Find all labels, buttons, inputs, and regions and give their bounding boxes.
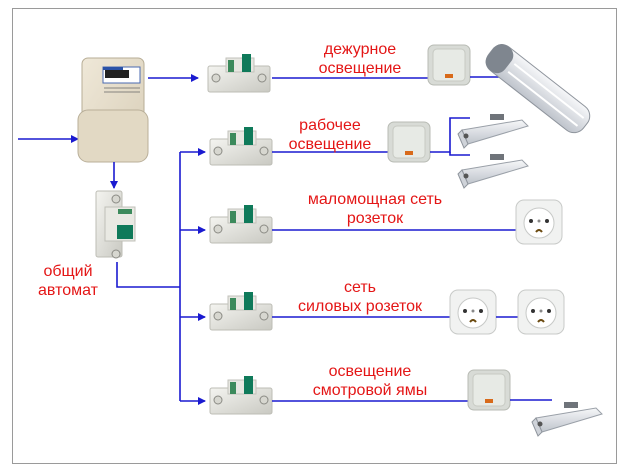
diagram-frame (12, 8, 617, 464)
socket-icon (515, 199, 563, 245)
light-switch-icon (467, 369, 511, 411)
electric-meter-icon (77, 57, 149, 163)
circuit-label-standby-lighting: дежурное освещение (300, 40, 420, 78)
circuit-label-power-sockets: сеть силовых розеток (280, 278, 440, 316)
circuit-label-low-power-sockets: маломощная сеть розеток (290, 190, 460, 228)
lamp-icon (531, 401, 603, 437)
fluorescent-lamp-icon (485, 44, 591, 134)
circuit-label-line1: сеть (343, 279, 377, 296)
circuit-label-line1: дежурное (323, 41, 397, 58)
branch-breaker-icon (209, 291, 273, 331)
socket-icon (449, 289, 497, 335)
circuit-label-line1: рабочее (299, 117, 361, 134)
main-breaker-label-line1: общий (43, 263, 93, 280)
circuit-label-line2: смотровой ямы (312, 382, 428, 399)
circuit-label-work-lighting: рабочее освещение (280, 116, 380, 154)
main-breaker-label: общий автомат (28, 262, 108, 300)
circuit-label-line2: силовых розеток (298, 298, 422, 315)
light-switch-icon (427, 44, 471, 86)
branch-breaker-icon (209, 126, 273, 166)
branch-breaker-icon (209, 204, 273, 244)
socket-icon (517, 289, 565, 335)
circuit-label-line2: розеток (346, 210, 404, 227)
lamp-icon (457, 153, 529, 189)
main-breaker-icon (95, 190, 136, 259)
branch-breaker-icon (207, 53, 271, 93)
lamp-icon (457, 113, 529, 149)
circuit-label-line2: освещение (318, 60, 402, 77)
circuit-label-line1: освещение (328, 363, 412, 380)
branch-breaker-icon (209, 375, 273, 415)
circuit-label-pit-lighting: освещение смотровой ямы (295, 362, 445, 400)
circuit-label-line1: маломощная сеть (307, 191, 443, 208)
light-switch-icon (387, 121, 431, 163)
main-breaker-label-line2: автомат (38, 282, 98, 299)
circuit-label-line2: освещение (288, 136, 372, 153)
